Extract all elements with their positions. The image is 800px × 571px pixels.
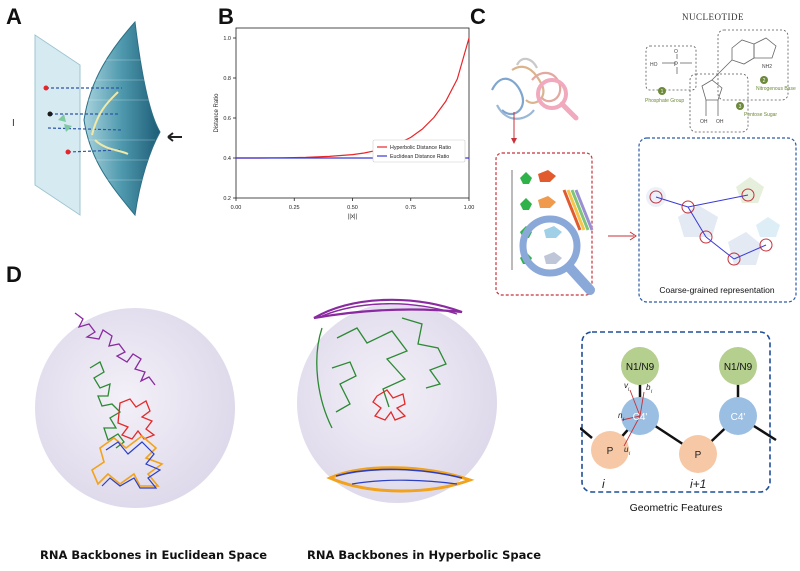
magnifier-icon xyxy=(519,215,581,277)
svg-text:u: u xyxy=(624,445,629,454)
coarse-grained-box: Coarse-grained representation xyxy=(638,137,797,303)
x-tick-label: 0.00 xyxy=(231,205,242,211)
x-tick-label: 0.75 xyxy=(405,205,416,211)
svg-text:HO: HO xyxy=(650,62,658,68)
coarse-grained-caption: Coarse-grained representation xyxy=(659,285,775,295)
svg-text:b: b xyxy=(646,383,651,392)
panel-label-c: C xyxy=(470,4,486,29)
nucleotide-structure: HO P O NH2 OH OH 1 Phosphate Group 2 Nit… xyxy=(645,29,796,133)
y-tick-label: 0.4 xyxy=(223,156,231,162)
node-c4-left: C4' xyxy=(633,412,648,423)
arrow-left-icon xyxy=(167,132,182,142)
y-tick-label: 1.0 xyxy=(223,36,231,42)
panel-label-b: B xyxy=(218,4,234,29)
x-axis-label: ||x|| xyxy=(348,214,358,220)
svg-text:v: v xyxy=(624,381,629,390)
legend-box xyxy=(372,139,466,163)
svg-text:3: 3 xyxy=(739,104,742,110)
x-tick-label: 1.00 xyxy=(464,205,475,211)
svg-text:i: i xyxy=(629,451,631,457)
svg-text:1: 1 xyxy=(661,89,664,95)
node-p-left: P xyxy=(607,446,614,457)
node-p-right: P xyxy=(695,450,702,461)
euclidean-backbone-sphere xyxy=(35,308,235,508)
svg-text:Phosphate Group: Phosphate Group xyxy=(645,98,684,104)
euclidean-caption: RNA Backbones in Euclidean Space xyxy=(40,548,268,562)
svg-text:Nitrogenous Base: Nitrogenous Base xyxy=(756,86,796,92)
y-axis-label: Distance Ratio xyxy=(214,93,220,133)
y-tick-label: 0.2 xyxy=(223,196,231,202)
svg-text:OH: OH xyxy=(700,119,708,125)
euclidean-plane xyxy=(34,34,81,216)
x-tick-label: 0.25 xyxy=(289,205,300,211)
nucleotide-title: NUCLEOTIDE xyxy=(682,12,744,22)
plot-frame xyxy=(235,27,470,199)
panel-a-side-label: I xyxy=(12,118,15,129)
svg-text:i: i xyxy=(623,417,625,423)
hyperbolic-caption: RNA Backbones in Hyperbolic Space xyxy=(307,548,542,562)
legend-label: Euclidean Distance Ratio xyxy=(390,154,449,160)
node-n1-left: N1/N9 xyxy=(626,362,655,373)
svg-text:O: O xyxy=(674,49,678,55)
svg-text:2: 2 xyxy=(763,78,766,84)
distance-ratio-chart: 0.00 0.25 0.50 0.75 1.00 0.2 0.4 0.6 0.8 1.0 ||x||… xyxy=(214,27,475,220)
svg-text:i: i xyxy=(628,387,630,393)
backbone-detail-box xyxy=(495,152,595,296)
rna-3d-structure xyxy=(491,57,579,144)
index-i: i xyxy=(602,477,605,491)
y-tick-label: 0.8 xyxy=(223,76,231,82)
arrow-right-icon xyxy=(608,231,637,241)
geometric-features-diagram: N1/N9 N1/N9 C4' C4' P P v i b i n i u i … xyxy=(580,331,777,514)
index-i-plus-1: i+1 xyxy=(690,477,706,491)
hyperbolic-surface-diagram xyxy=(34,20,182,217)
hyperbolic-sheet xyxy=(83,20,161,217)
y-tick-label: 0.6 xyxy=(223,116,231,122)
svg-text:P: P xyxy=(674,62,678,68)
panel-label-d: D xyxy=(6,262,22,287)
node-n1-right: N1/N9 xyxy=(724,362,753,373)
hyperbolic-backbone-sphere xyxy=(297,298,497,503)
svg-text:NH2: NH2 xyxy=(762,64,772,70)
geometric-features-caption: Geometric Features xyxy=(630,502,723,514)
svg-text:Pentose Sugar: Pentose Sugar xyxy=(744,112,777,118)
node-c4-right: C4' xyxy=(731,412,746,423)
legend-label: Hyperbolic Distance Ratio xyxy=(390,145,451,151)
svg-text:i: i xyxy=(651,389,653,395)
x-tick-label: 0.50 xyxy=(347,205,358,211)
panel-label-a: A xyxy=(6,4,22,29)
svg-text:n: n xyxy=(618,411,623,420)
svg-text:OH: OH xyxy=(716,119,724,125)
